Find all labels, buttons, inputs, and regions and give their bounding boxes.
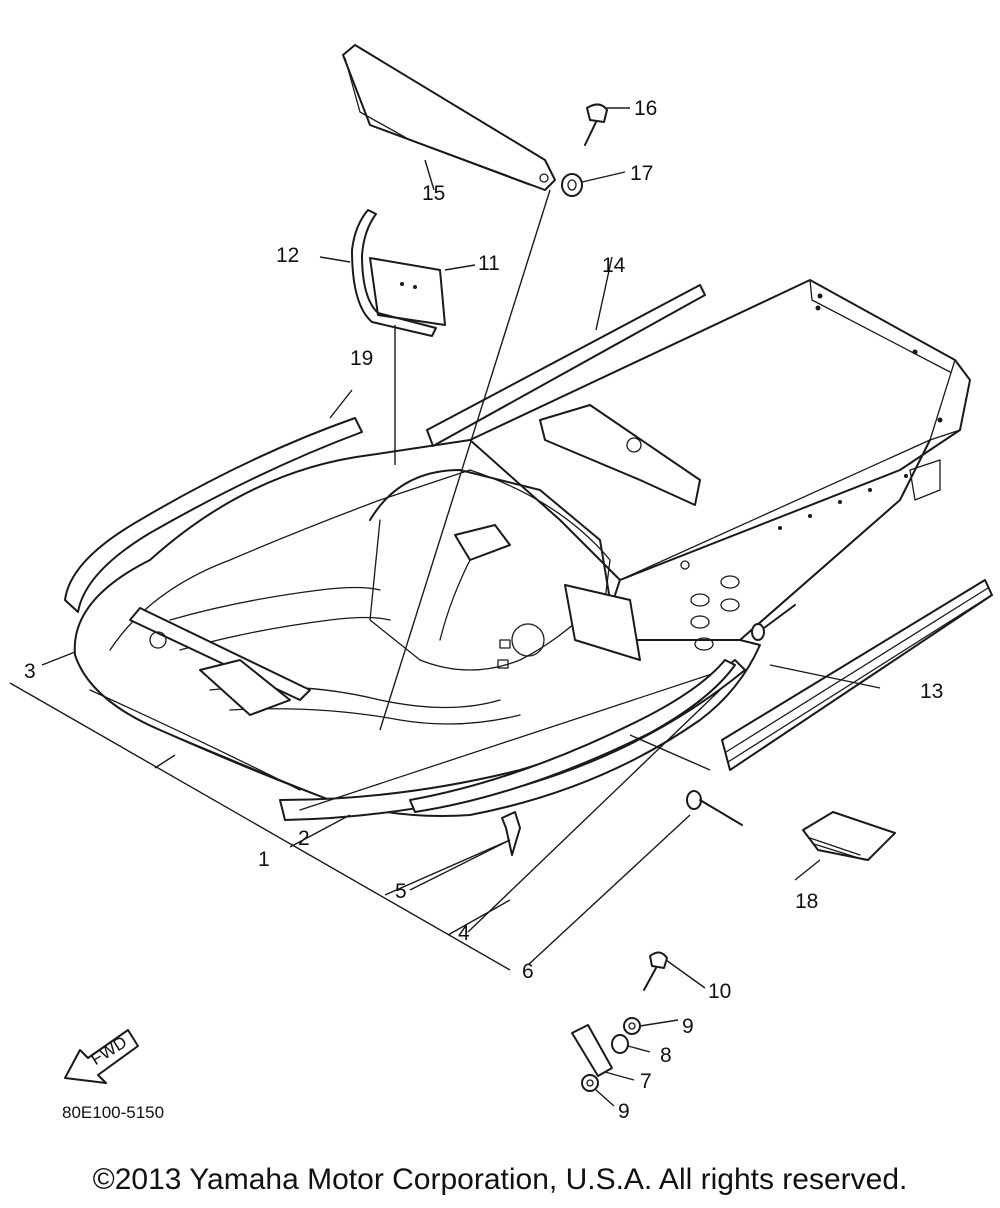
grommet-17 (561, 173, 583, 197)
part-label-16: 16 (634, 97, 657, 120)
part-label-2: 2 (298, 827, 310, 850)
bolt-16 (584, 103, 608, 146)
part-label-3: 3 (24, 660, 36, 683)
part-label-6: 6 (522, 960, 534, 983)
forward-arrow-icon: FWD (64, 1029, 139, 1084)
part-label-8: 8 (660, 1044, 672, 1067)
part-label-9-lower: 9 (618, 1100, 630, 1123)
leader-lines (9, 107, 881, 1107)
part-label-9-upper: 9 (682, 1015, 694, 1038)
part-label-11: 11 (478, 252, 500, 275)
part-label-5: 5 (395, 880, 407, 903)
frame-12 (351, 209, 437, 337)
hardware-group (571, 951, 668, 1092)
part-number-labels: 1 2 3 4 5 6 7 8 9 9 10 11 12 13 14 15 16… (24, 97, 943, 1123)
side-strip-14 (426, 284, 706, 447)
part-label-7: 7 (640, 1070, 652, 1093)
pin-6 (686, 790, 743, 826)
pad-18 (802, 811, 896, 861)
part-label-14: 14 (602, 254, 626, 277)
part-label-10: 10 (708, 980, 731, 1003)
plate-11 (369, 257, 446, 326)
side-pin (751, 604, 796, 641)
part-label-19: 19 (350, 347, 373, 370)
part-label-18: 18 (795, 890, 818, 913)
right-side-rail (409, 659, 736, 813)
part-label-15: 15 (422, 182, 445, 205)
drawing-code: 80E100-5150 (62, 1103, 164, 1122)
frame-body (73, 279, 971, 817)
part-label-17: 17 (630, 162, 653, 185)
part-label-13: 13 (920, 680, 943, 703)
rivet-5 (501, 811, 521, 856)
part-label-1: 1 (258, 848, 270, 871)
front-bumper-rail (279, 659, 746, 821)
side-strip-13 (721, 579, 993, 771)
part-label-12: 12 (276, 244, 299, 267)
rear-cover-15 (342, 44, 556, 191)
left-side-rail (64, 417, 363, 613)
copyright-notice: ©2013 Yamaha Motor Corporation, U.S.A. A… (92, 1163, 908, 1196)
part-label-4: 4 (458, 922, 470, 945)
